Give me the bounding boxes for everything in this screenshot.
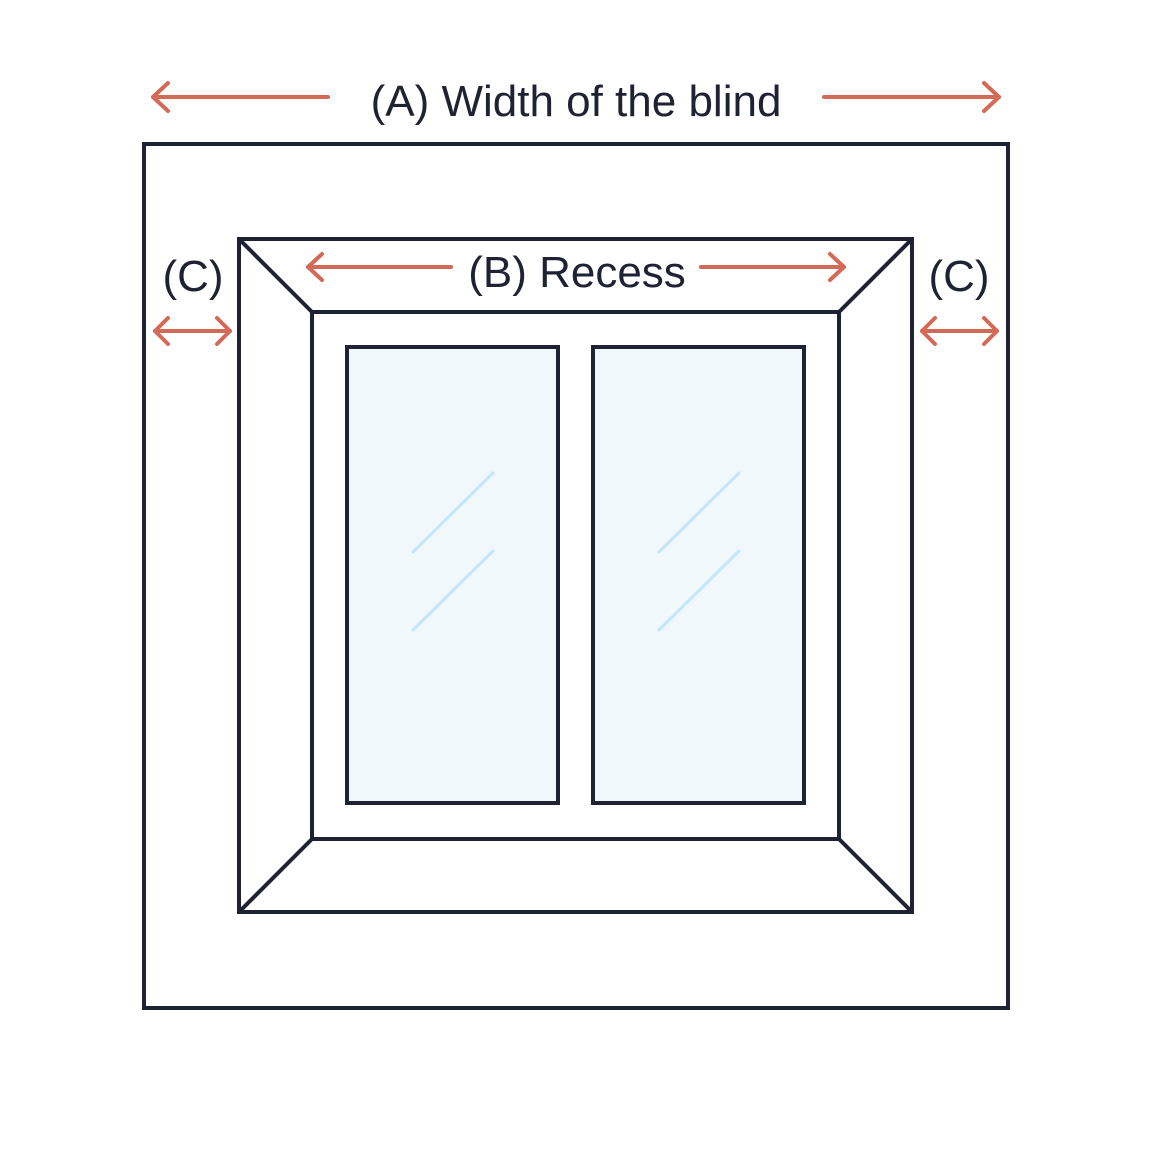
glare-left-lower <box>411 549 495 632</box>
glass-pane-left <box>345 345 560 805</box>
bevel-bottom-right <box>837 837 914 914</box>
glass-pane-right <box>591 345 806 805</box>
recess-bevel-lines <box>237 237 914 914</box>
blind-outline <box>142 142 1010 1010</box>
recess-arrow-right-head <box>828 252 846 282</box>
clearance-right-head-right <box>982 316 999 346</box>
clearance-left-label: (C) <box>162 252 223 301</box>
clearance-right-label: (C) <box>928 252 989 301</box>
bevel-top-left <box>237 237 314 314</box>
width-label: (A) Width of the blind <box>371 77 782 126</box>
clearance-right-arrow <box>920 316 999 346</box>
glare-left-upper <box>411 471 495 554</box>
glare-right-upper <box>657 471 741 554</box>
recess-label: (B) Recess <box>468 248 686 297</box>
clearance-right-head-left <box>920 316 937 346</box>
width-arrow-left-head <box>151 81 170 113</box>
recess-arrow-left-head <box>306 252 324 282</box>
clearance-left-head-left <box>153 316 170 346</box>
recess-arrow <box>306 252 846 282</box>
width-arrow <box>151 81 1001 113</box>
clearance-left-head-right <box>215 316 232 346</box>
clearance-left-arrow <box>153 316 232 346</box>
bevel-top-right <box>837 237 914 314</box>
width-arrow-right-head <box>982 81 1001 113</box>
glare-right-lower <box>657 549 741 632</box>
bevel-bottom-left <box>237 837 314 914</box>
glare-marks <box>411 471 741 632</box>
